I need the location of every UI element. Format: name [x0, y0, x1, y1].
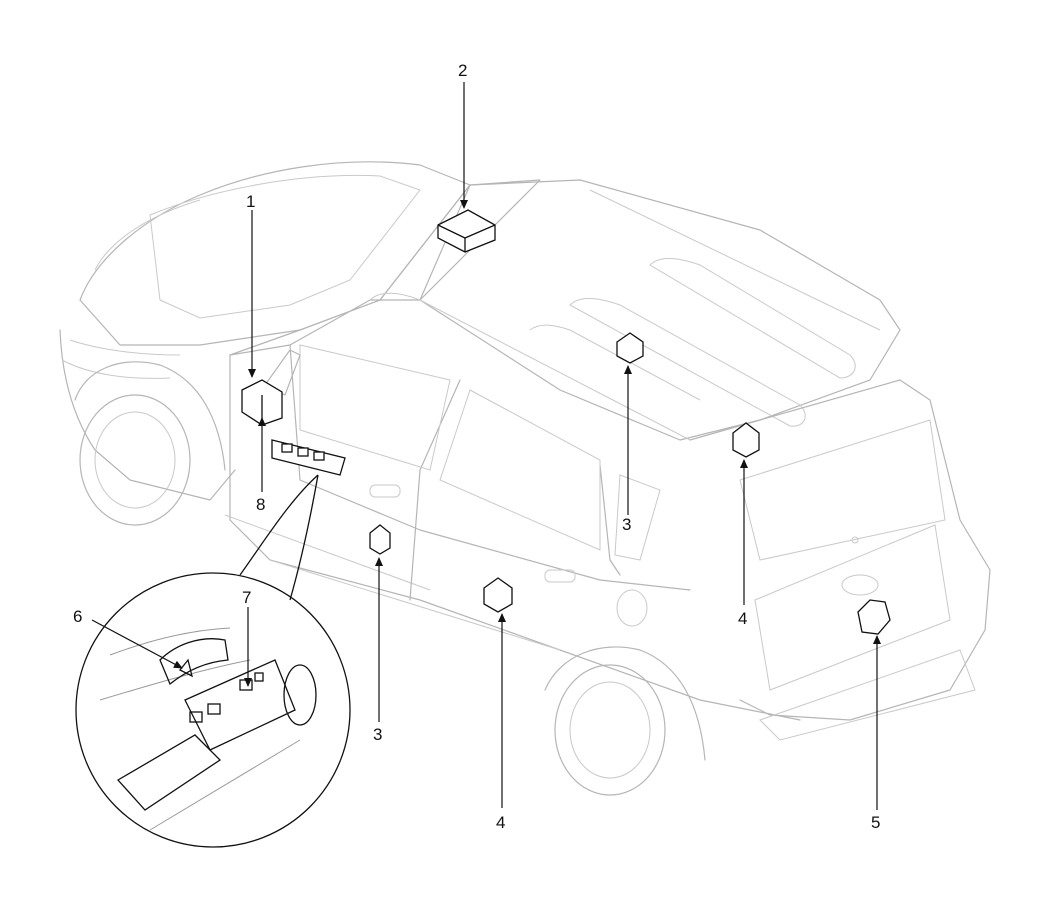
callout-8: 8	[256, 495, 265, 514]
callout-3-door: 3	[373, 725, 382, 744]
roof-module-component	[437, 209, 496, 253]
vehicle-outline	[59, 161, 991, 796]
callout-4-roof: 4	[738, 609, 747, 628]
driver-door-module-component	[241, 379, 283, 426]
callout-7: 7	[242, 588, 251, 607]
door-module-component-3a	[369, 524, 391, 555]
tailgate-module-component	[857, 599, 891, 635]
callout-6: 6	[73, 607, 82, 626]
callout-2: 2	[458, 61, 467, 80]
door-module-component-3b	[616, 332, 644, 364]
door-module-component-4b	[732, 422, 760, 458]
callout-4-door: 4	[496, 813, 505, 832]
window-switch-panel	[271, 439, 346, 476]
callout-1: 1	[246, 192, 255, 211]
detail-inset	[75, 474, 351, 848]
door-module-component-4a	[483, 577, 513, 613]
callout-5: 5	[871, 813, 880, 832]
callout-3-roof: 3	[622, 515, 631, 534]
callout-labels: 1 2 3 3 4 4 5 6 7 8	[73, 61, 880, 832]
components	[241, 209, 891, 635]
leader-lines	[91, 82, 881, 810]
